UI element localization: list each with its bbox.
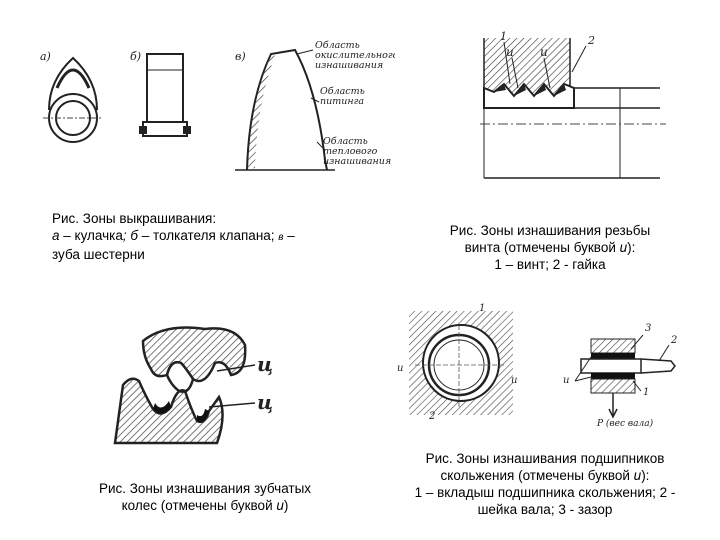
figure-spalling-zones: а) б) в) Область окислительного: [35, 40, 395, 180]
caption-spalling: Рис. Зоны выкрашивания: а – кулачка; б –…: [52, 210, 372, 263]
bearing-label-1b: 1: [643, 387, 649, 398]
caption-bearing-line1: Рис. Зоны изнашивания подшипников: [425, 451, 665, 466]
bearing-label-1: 1: [479, 303, 485, 314]
label-v: в): [235, 50, 246, 63]
bearing-side-view: [574, 334, 676, 419]
bearing-force-label: P (вес вала): [596, 418, 654, 429]
label-a: а): [40, 50, 51, 63]
bearing-label-u-left: u: [397, 363, 403, 374]
caption-gear: Рис. Зоны изнашивания зубчатых колес (от…: [55, 480, 355, 514]
caption-thread-line2: винта (отмечены буквой u):: [464, 240, 636, 255]
figure-bearing-wear: 1 2 u u 3 2 1 u P (вес вала): [395, 295, 695, 430]
cam-drawing: [43, 56, 103, 143]
caption-gear-line2: колес (отмечены буквой u): [121, 498, 289, 513]
gear-tooth-drawing: [235, 48, 335, 171]
zone-thermal-3: изнашивания: [323, 156, 391, 167]
bearing-label-u-side: u: [563, 375, 569, 386]
thread-label-2: 2: [587, 34, 595, 47]
caption-bearing-line3: 1 – вкладыш подшипника скольжения; 2 -: [414, 485, 676, 500]
bearing-diagram: 1 2 u u 3 2 1 u P (вес вала): [397, 303, 677, 429]
zone-oxidative-1: Область: [315, 40, 360, 51]
caption-spalling-line3: зуба шестерни: [52, 247, 145, 262]
bearing-label-2: 2: [428, 411, 435, 422]
caption-bearing-line2: скольжения (отмечены буквой u):: [440, 468, 650, 483]
thread-diagram: 1 2 u u: [480, 30, 666, 179]
bearing-label-3: 3: [645, 323, 651, 334]
caption-spalling-line2: а – кулачка; б – толкателя клапана; в –: [52, 228, 295, 243]
bearing-label-u-right: u: [511, 375, 517, 386]
caption-bearing-line4: шейка вала; 3 - зазор: [477, 502, 613, 517]
gear-lower: [113, 377, 224, 445]
figure-gear-wear: ц ц: [105, 315, 295, 455]
thread-label-u1: u: [506, 45, 514, 59]
thread-label-u2: u: [540, 45, 548, 59]
zone-pitting-1: Область: [320, 86, 365, 97]
zone-thermal-1: Область: [323, 136, 368, 147]
label-b: б): [130, 50, 141, 63]
bearing-label-2b: 2: [670, 335, 677, 346]
zone-thermal-2: теплового: [323, 146, 378, 157]
gear-upper: [141, 326, 247, 393]
thread-label-1: 1: [500, 30, 507, 43]
bearing-cross-section: [409, 311, 513, 415]
zone-oxidative-2: окислительного: [315, 50, 395, 61]
caption-spalling-line1: Рис. Зоны выкрашивания:: [52, 211, 217, 226]
tappet-drawing: [139, 53, 191, 137]
zone-pitting-2: питинга: [320, 96, 364, 107]
gear-label-u1: ц: [257, 352, 273, 376]
caption-bearing: Рис. Зоны изнашивания подшипников скольж…: [378, 450, 712, 518]
caption-gear-line1: Рис. Зоны изнашивания зубчатых: [98, 481, 312, 496]
spalling-diagram: а) б) в) Область окислительного: [40, 40, 395, 171]
zone-oxidative-3: изнашивания: [315, 60, 383, 71]
caption-thread: Рис. Зоны изнашивания резьбы винта (отме…: [400, 222, 700, 273]
gear-label-u2: ц: [257, 390, 273, 414]
caption-thread-line3: 1 – винт; 2 - гайка: [494, 257, 606, 272]
gear-diagram: ц ц: [113, 326, 273, 445]
figure-thread-wear: 1 2 u u: [470, 28, 670, 188]
caption-thread-line1: Рис. Зоны изнашивания резьбы: [449, 223, 651, 238]
